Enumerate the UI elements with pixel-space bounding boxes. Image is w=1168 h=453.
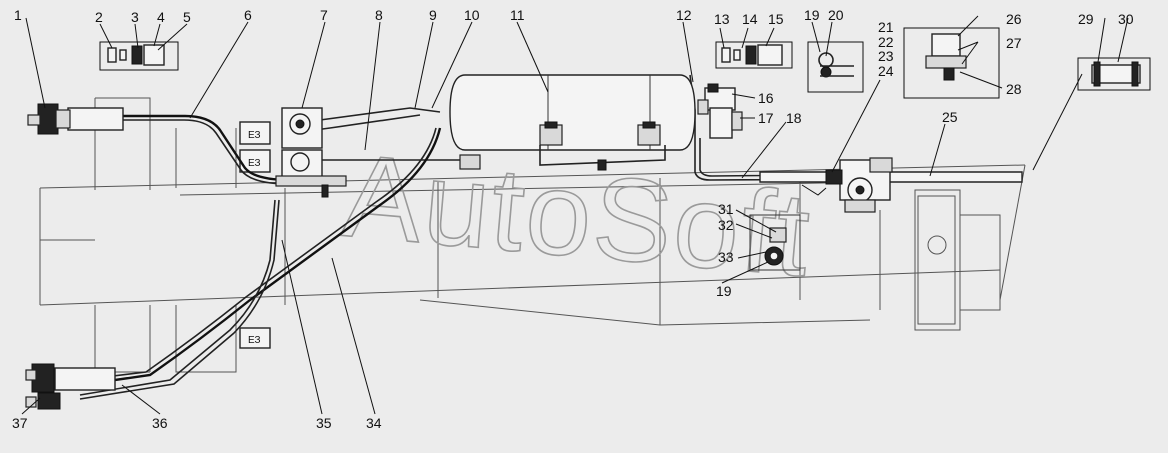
callout-15: 15 bbox=[768, 11, 784, 27]
mounting-bracket-33 bbox=[749, 214, 801, 271]
callout-24: 24 bbox=[878, 63, 894, 79]
callout-19-top: 19 bbox=[804, 7, 820, 23]
valve-16-17 bbox=[697, 83, 743, 139]
leader-lines bbox=[21, 15, 1129, 415]
callout-13: 13 bbox=[714, 11, 730, 27]
callout-17: 17 bbox=[758, 110, 774, 126]
callout-23: 23 bbox=[878, 48, 894, 64]
callout-28: 28 bbox=[1006, 81, 1022, 97]
callout-14: 14 bbox=[742, 11, 758, 27]
callout-4: 4 bbox=[157, 9, 165, 25]
air-tank bbox=[449, 74, 696, 171]
callout-32: 32 bbox=[718, 217, 734, 233]
svg-text:ЕЗ: ЕЗ bbox=[248, 335, 261, 346]
callout-26: 26 bbox=[1006, 11, 1022, 27]
callout-2: 2 bbox=[95, 9, 103, 25]
svg-text:ЕЗ: ЕЗ bbox=[248, 158, 261, 169]
callout-35: 35 bbox=[316, 415, 332, 431]
inset-valve-26-28 bbox=[903, 27, 1000, 99]
callout-25: 25 bbox=[942, 109, 958, 125]
brake-valve-7 bbox=[275, 107, 347, 198]
callout-27: 27 bbox=[1006, 35, 1022, 51]
callout-1: 1 bbox=[14, 7, 22, 23]
callout-21: 21 bbox=[878, 19, 894, 35]
inset-clamp-19-24 bbox=[807, 41, 864, 93]
callout-34: 34 bbox=[366, 415, 382, 431]
callout-7: 7 bbox=[320, 7, 328, 23]
front-brake-chamber bbox=[27, 103, 124, 135]
callout-19-bottom: 19 bbox=[716, 283, 732, 299]
callout-29: 29 bbox=[1078, 11, 1094, 27]
svg-text:ЕЗ: ЕЗ bbox=[248, 130, 261, 141]
callout-11: 11 bbox=[510, 7, 525, 23]
callout-6: 6 bbox=[244, 7, 252, 23]
inset-fitting-29-30 bbox=[1077, 57, 1151, 91]
callout-16: 16 bbox=[758, 90, 774, 106]
callout-12: 12 bbox=[676, 7, 692, 23]
rear-brake-chamber bbox=[25, 363, 116, 410]
callout-9: 9 bbox=[429, 7, 437, 23]
brake-lines bbox=[79, 74, 1023, 400]
callout-18: 18 bbox=[786, 110, 802, 126]
callout-37: 37 bbox=[12, 415, 28, 431]
inset-fitting-2-5 bbox=[99, 41, 179, 71]
callout-3: 3 bbox=[131, 9, 139, 25]
callout-10: 10 bbox=[464, 7, 480, 23]
callout-36: 36 bbox=[152, 415, 168, 431]
callout-33: 33 bbox=[718, 249, 734, 265]
callout-30: 30 bbox=[1118, 11, 1134, 27]
callout-labels: 1 2 3 4 5 6 7 8 9 10 11 12 13 14 15 16 1… bbox=[12, 7, 1134, 431]
watermark: AutoSoft bbox=[338, 130, 816, 302]
callout-8: 8 bbox=[375, 7, 383, 23]
callout-5: 5 bbox=[183, 9, 191, 25]
callout-20: 20 bbox=[828, 7, 844, 23]
inset-fitting-13-15 bbox=[715, 41, 793, 69]
rear-valve-assembly bbox=[825, 157, 893, 213]
callout-31: 31 bbox=[718, 201, 734, 217]
callout-22: 22 bbox=[878, 34, 894, 50]
